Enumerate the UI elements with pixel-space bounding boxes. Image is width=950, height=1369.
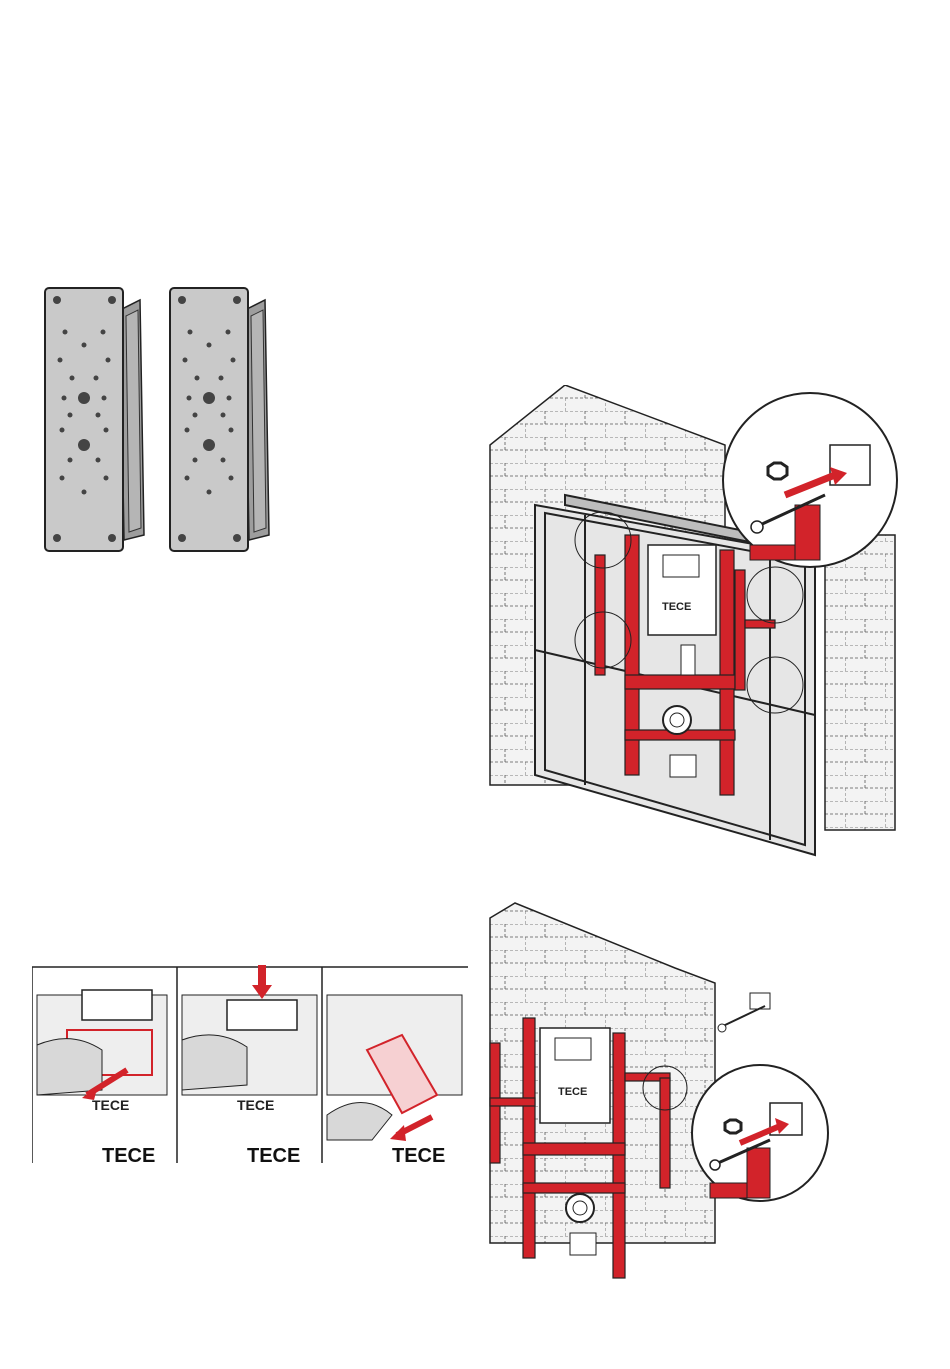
panel-1-bottom-text: TECE	[102, 1145, 155, 1163]
panel-1-brand-label: TECE	[92, 1097, 129, 1113]
panel-2-brand-label: TECE	[237, 1097, 274, 1113]
zoom-detail	[723, 393, 897, 567]
anchor-set	[718, 993, 770, 1032]
cistern-brand-label: TECE	[662, 601, 691, 613]
frame-wall-figure: TECE	[485, 385, 900, 860]
cistern-brand-label: TECE	[558, 1086, 587, 1098]
strip-panel-2: TECE TECE	[182, 965, 317, 1163]
strip-panel-3: TECE	[327, 995, 462, 1163]
mounting-plate-right	[170, 288, 269, 551]
panel-3-bottom-text: TECE	[392, 1145, 445, 1163]
mounting-plates-figure	[40, 280, 280, 565]
wc-frame-wall-figure: TECE	[485, 898, 830, 1288]
installation-steps-strip: TECE TECE TECE TECE TECE	[32, 965, 468, 1163]
zoom-detail	[692, 1065, 828, 1201]
mounting-plate-left	[45, 288, 144, 551]
strip-panel-1: TECE TECE	[37, 990, 167, 1163]
panel-2-bottom-text: TECE	[247, 1145, 300, 1163]
